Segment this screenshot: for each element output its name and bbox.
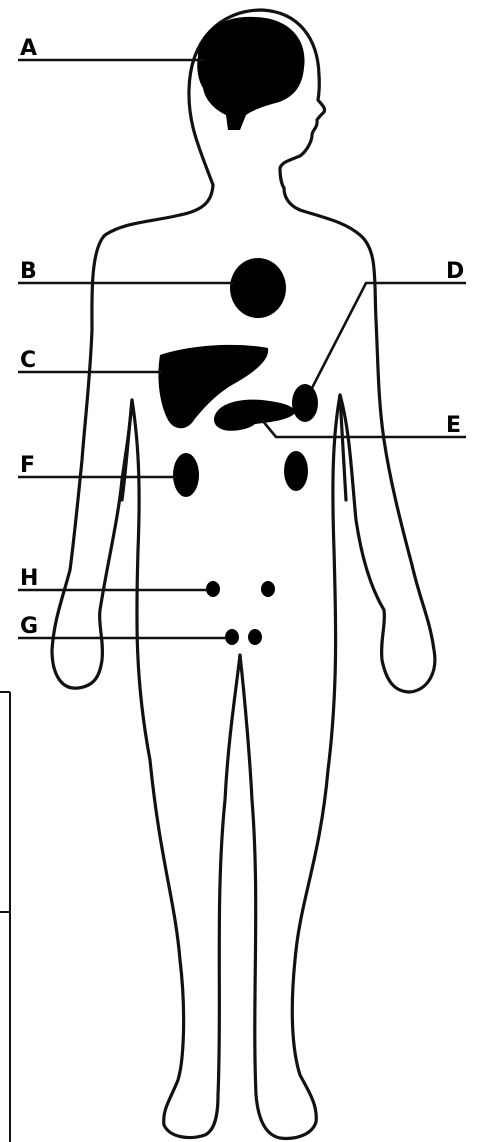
label-h: H [20,566,38,591]
left-arm-inner [122,400,132,500]
right-kidney-organ [284,451,308,491]
left-ovary-organ [206,581,220,597]
right-testis-organ [248,629,262,645]
left-testis-organ [225,629,239,645]
brain-organ [197,17,304,130]
body-outline [52,185,435,1138]
spleen-organ [292,384,318,422]
label-f: F [20,453,35,478]
label-d: D [446,259,464,284]
label-b: B [20,259,37,284]
label-e: E [446,413,461,438]
label-g: G [20,614,38,639]
leader-d [312,283,466,388]
label-c: C [20,348,36,373]
right-ovary-organ [261,581,275,597]
left-kidney-organ [173,453,199,497]
label-a: A [20,36,37,61]
leader-e [262,420,466,437]
frame-edge [0,692,10,1142]
heart-organ [230,258,286,318]
pancreas-organ [214,400,296,431]
